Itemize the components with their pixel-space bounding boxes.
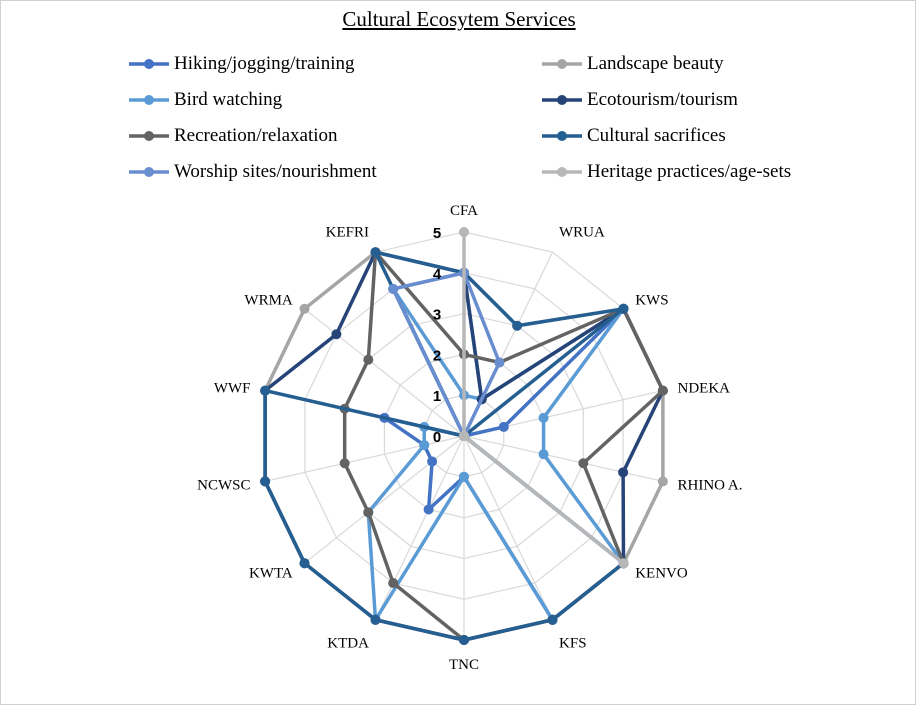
axis-label: WWF <box>214 380 251 396</box>
data-point <box>618 558 629 569</box>
legend-marker <box>129 131 169 141</box>
axis-label: KEFRI <box>326 225 369 241</box>
legend-item: Cultural sacrifices <box>539 125 726 147</box>
legend-marker <box>129 59 169 69</box>
legend-marker <box>542 131 582 141</box>
axis-label: TNC <box>449 657 479 673</box>
legend-item: Landscape beauty <box>539 53 724 75</box>
legend-item: Worship sites/nourishment <box>126 161 377 183</box>
data-point <box>370 247 381 258</box>
axis-label: KWS <box>635 292 668 308</box>
series-5 <box>260 247 629 645</box>
data-point <box>538 412 549 423</box>
axis-label: NDEKA <box>678 380 731 396</box>
legend-dot <box>557 131 567 141</box>
legend-marker <box>542 95 582 105</box>
axis-label: KTDA <box>327 635 369 651</box>
axis-label: KFS <box>559 635 587 651</box>
axis-label: KWTA <box>249 566 293 582</box>
grid-spoke <box>463 435 664 482</box>
data-point <box>618 303 629 314</box>
legend-dot <box>144 95 154 105</box>
grid-spoke <box>304 308 465 437</box>
axis-label: WRMA <box>244 292 293 308</box>
legend-label: Ecotourism/tourism <box>587 89 738 110</box>
grid-spoke <box>304 435 465 564</box>
data-point <box>547 614 558 625</box>
data-point <box>538 449 549 460</box>
data-point <box>459 471 469 482</box>
legend: Hiking/jogging/training Landscape beauty… <box>1 1 916 201</box>
legend-item: Hiking/jogging/training <box>126 53 355 75</box>
data-point <box>388 578 399 589</box>
legend-label: Recreation/relaxation <box>174 125 338 146</box>
legend-label: Worship sites/nourishment <box>174 161 377 182</box>
legend-marker <box>542 167 582 177</box>
data-point <box>459 227 469 237</box>
data-point <box>370 614 381 625</box>
axis-label: RHINO A. <box>678 478 743 494</box>
legend-dot <box>144 59 154 69</box>
data-point <box>299 303 310 314</box>
grid-spoke <box>463 435 554 621</box>
data-point <box>363 507 374 518</box>
data-point <box>657 476 668 487</box>
axis-label: CFA <box>450 203 478 219</box>
data-point <box>618 467 629 478</box>
legend-item: Heritage practices/age-sets <box>539 161 791 183</box>
radar-series <box>260 227 668 645</box>
data-point <box>427 456 438 467</box>
data-point <box>494 357 505 368</box>
legend-label: Cultural sacrifices <box>587 125 726 146</box>
legend-dot <box>557 95 567 105</box>
tick-label: 4 <box>433 266 442 283</box>
data-point <box>299 558 310 569</box>
legend-marker <box>129 95 169 105</box>
legend-label: Bird watching <box>174 89 283 110</box>
series-line <box>263 250 626 642</box>
data-point <box>657 385 668 396</box>
grid-spoke <box>374 435 465 621</box>
axis-label: NCWSC <box>197 478 250 494</box>
tick-label: 0 <box>433 429 441 446</box>
axis-label: WRUA <box>559 225 605 241</box>
legend-item: Recreation/relaxation <box>126 125 338 147</box>
series-7 <box>459 227 629 569</box>
legend-marker <box>542 59 582 69</box>
data-point <box>459 635 469 645</box>
legend-marker <box>129 167 169 177</box>
legend-dot <box>557 167 567 177</box>
legend-dot <box>144 167 154 177</box>
legend-item: Ecotourism/tourism <box>539 89 738 111</box>
data-point <box>578 458 589 469</box>
data-point <box>260 476 271 487</box>
data-point <box>459 431 469 441</box>
legend-dot <box>144 131 154 141</box>
data-point <box>423 504 434 515</box>
tick-label: 2 <box>433 347 441 364</box>
legend-label: Hiking/jogging/training <box>174 53 355 74</box>
tick-label: 3 <box>433 307 441 324</box>
grid-spoke <box>264 435 465 482</box>
legend-item: Bird watching <box>126 89 282 111</box>
data-point <box>498 421 509 432</box>
data-point <box>512 320 523 331</box>
data-point <box>339 458 350 469</box>
series-line <box>391 271 502 438</box>
legend-dot <box>557 59 567 69</box>
legend-label: Heritage practices/age-sets <box>587 161 792 182</box>
axis-label: KENVO <box>635 566 688 582</box>
tick-label: 5 <box>433 225 441 242</box>
data-point <box>388 283 399 294</box>
data-point <box>331 329 342 340</box>
data-point <box>419 440 430 451</box>
chart-title: Cultural Ecosytem Services <box>342 7 576 31</box>
data-point <box>363 354 374 365</box>
legend-label: Landscape beauty <box>587 53 724 74</box>
tick-label: 1 <box>433 388 441 405</box>
data-point <box>260 385 271 396</box>
